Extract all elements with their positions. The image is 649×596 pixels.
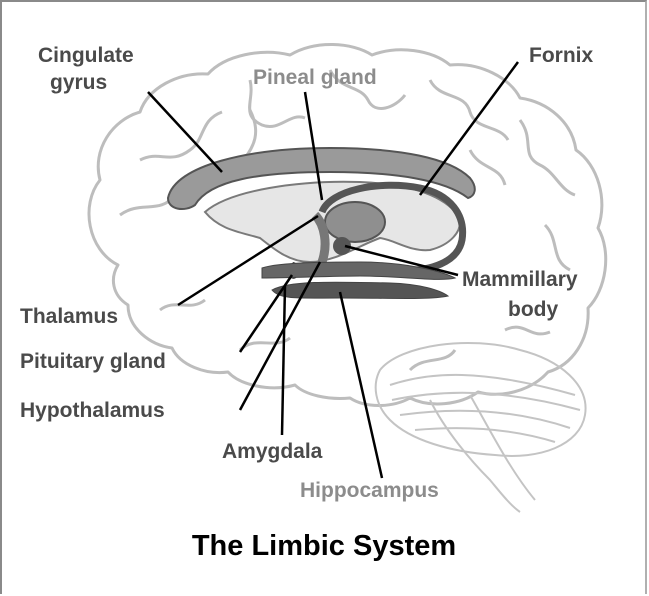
hippocampus-shape [272,282,448,298]
label-cingulate-line1: Cingulate [38,44,134,67]
label-fornix: Fornix [529,44,593,67]
label-cingulate-line2: gyrus [50,71,107,94]
limbic-structures [168,148,475,299]
label-mammillary-line1: Mammillary [462,268,578,291]
label-thalamus: Thalamus [20,305,118,328]
thalamus-shape [325,202,385,242]
diagram-title: The Limbic System [192,530,456,562]
label-hypothalamus: Hypothalamus [20,399,165,422]
label-mammillary-line2: body [508,298,558,321]
label-pineal-gland: Pineal gland [253,66,377,89]
label-amygdala: Amygdala [222,440,323,463]
label-hippocampus: Hippocampus [300,479,439,502]
label-pituitary-gland: Pituitary gland [20,350,166,373]
